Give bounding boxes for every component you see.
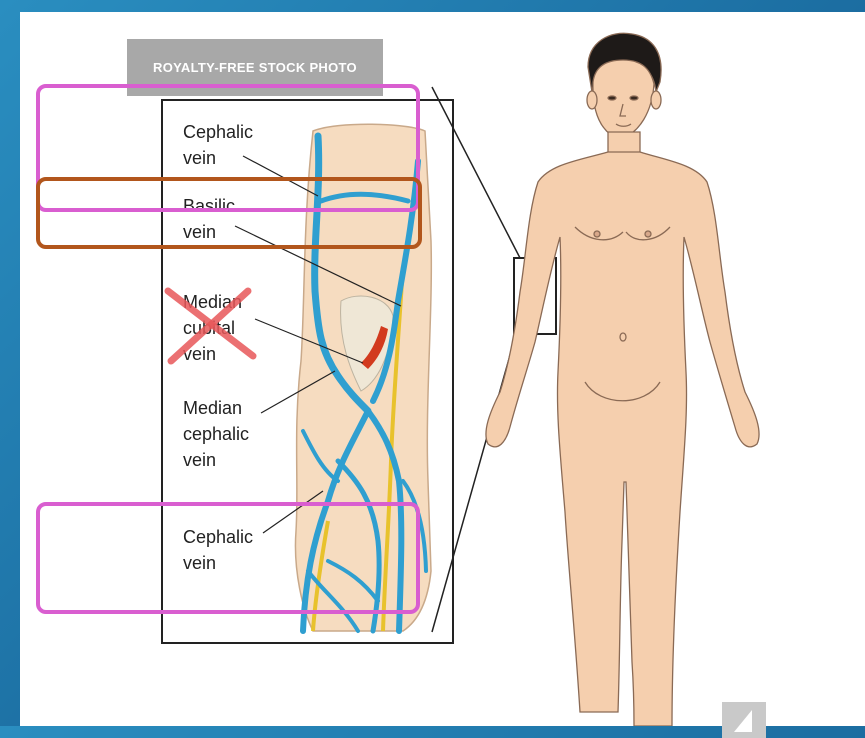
slide: ROYALTY-FREE STOCK PHOTO — [20, 12, 865, 726]
next-slide-arrow-icon — [722, 702, 766, 738]
next-slide-button[interactable] — [722, 702, 766, 738]
highlight-basilic — [36, 177, 422, 249]
highlight-cephalic-bottom — [36, 502, 420, 614]
